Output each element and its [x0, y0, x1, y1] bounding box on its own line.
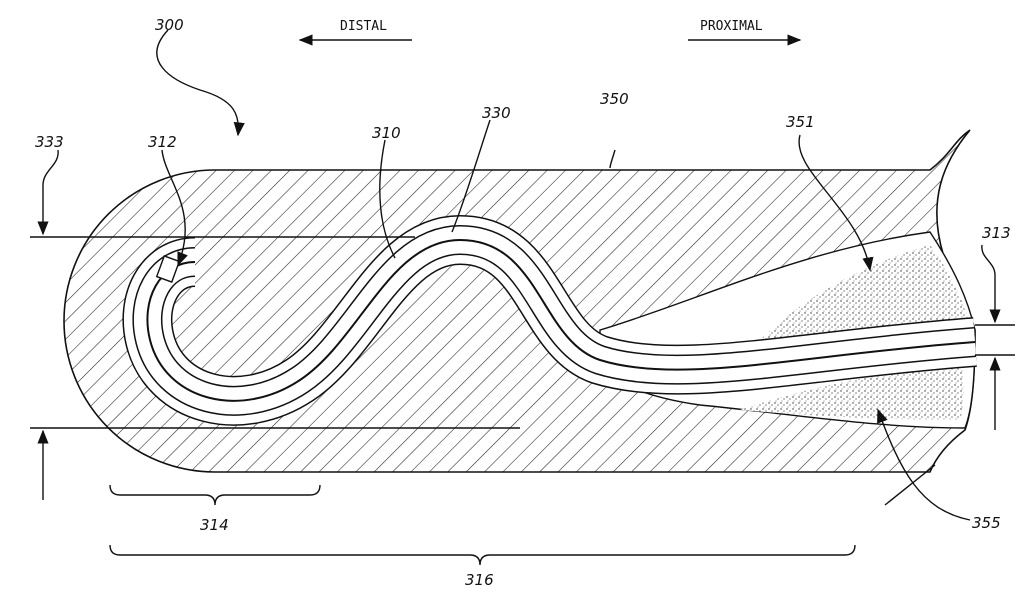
label-300: 300	[155, 16, 184, 34]
proximal-label: PROXIMAL	[700, 19, 763, 34]
distal-label: DISTAL	[340, 19, 387, 34]
sheath-and-inner-member	[122, 214, 977, 426]
label-310: 310	[372, 124, 401, 142]
label-333: 333	[35, 133, 64, 151]
label-350: 350	[600, 90, 629, 108]
label-316: 316	[465, 571, 494, 589]
label-355: 355	[972, 514, 1001, 532]
label-312: 312	[148, 133, 177, 151]
dimension-lines	[30, 29, 1015, 566]
lower-stipple-355	[740, 368, 964, 420]
label-351: 351	[786, 113, 815, 131]
tip-312	[155, 255, 181, 283]
upper-stipple-351	[760, 245, 970, 340]
label-313: 313	[982, 224, 1011, 242]
label-330: 330	[482, 104, 511, 122]
label-314: 314	[200, 516, 229, 534]
